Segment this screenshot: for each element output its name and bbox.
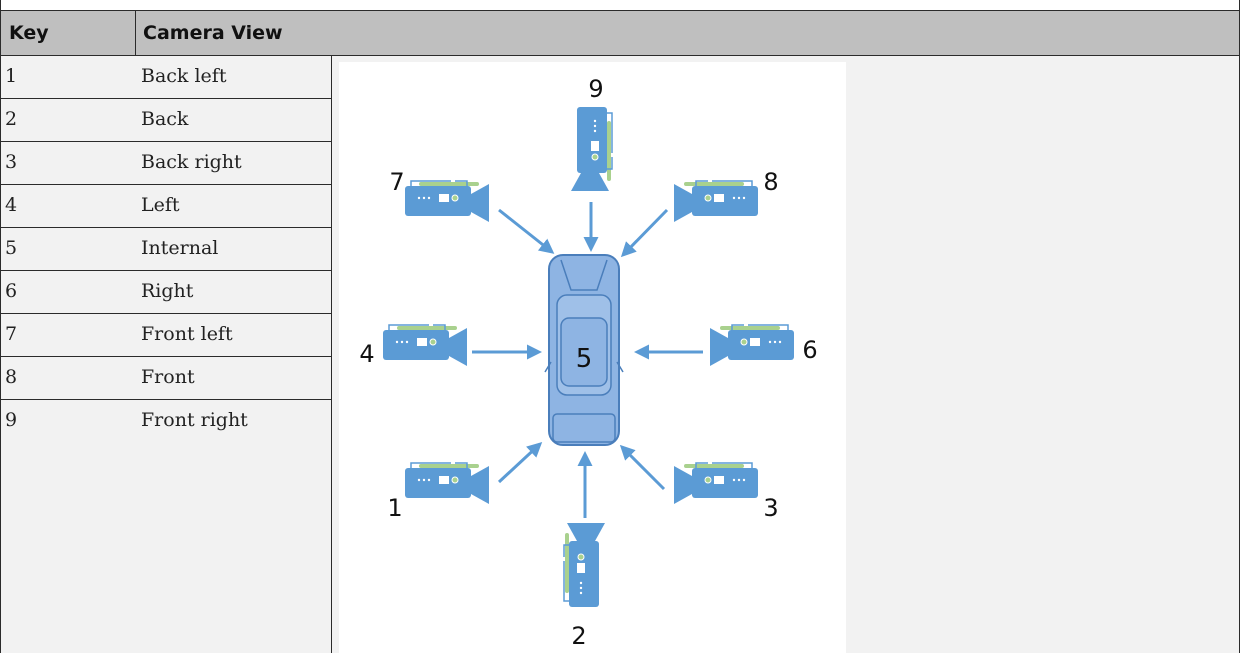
view-cell: Front <box>135 357 332 400</box>
key-cell: 9 <box>5 409 18 431</box>
header-key: Key <box>1 11 136 55</box>
view-cell: Front right <box>141 409 248 431</box>
camera-label-9: 8 <box>763 168 778 196</box>
car-icon: 5 <box>544 254 624 446</box>
camera-icon-9 <box>674 181 758 222</box>
camera-icon-8 <box>570 106 613 192</box>
view-cell: Back left <box>135 56 332 99</box>
camera-icon-6 <box>710 325 794 366</box>
key-cell: 7 <box>1 314 136 357</box>
arrow-3 <box>619 444 666 491</box>
key-cell: 2 <box>1 99 136 142</box>
key-cell: 1 <box>1 56 136 99</box>
arrow-9 <box>620 208 669 258</box>
camera-icon-3 <box>674 463 758 504</box>
camera-icon-1 <box>404 462 490 505</box>
camera-label-6: 6 <box>802 336 817 364</box>
camera-layout-figure: 5 9 7 8 4 6 1 3 2 <box>339 62 846 653</box>
view-cell: Back <box>135 99 332 142</box>
view-cell: Back right <box>135 142 332 185</box>
camera-label-8: 9 <box>588 75 603 103</box>
key-cell: 4 <box>1 185 136 228</box>
key-cell: 3 <box>1 142 136 185</box>
key-column: 1 2 3 4 5 6 7 8 9 <box>0 56 136 653</box>
view-cell: Right <box>135 271 332 314</box>
camera-icon-4 <box>382 324 468 367</box>
car-label: 5 <box>576 344 593 374</box>
arrow-7 <box>498 208 555 254</box>
table-header: Key Camera View <box>0 10 1240 56</box>
camera-layout-svg: 5 9 7 8 4 6 1 3 2 <box>359 75 817 650</box>
camera-view-column: Back left Back Back right Left Internal … <box>135 56 332 653</box>
camera-label-4: 4 <box>359 340 374 368</box>
key-cell: 6 <box>1 271 136 314</box>
key-cell: 8 <box>1 357 136 400</box>
view-cell: Internal <box>135 228 332 271</box>
camera-icon-7 <box>404 180 490 223</box>
camera-label-2: 2 <box>571 622 586 650</box>
view-cell: Front left <box>135 314 332 357</box>
camera-label-3: 3 <box>763 494 778 522</box>
camera-icon-2 <box>563 522 606 608</box>
view-cell: Left <box>135 185 332 228</box>
camera-label-7: 7 <box>389 168 404 196</box>
camera-label-1: 1 <box>387 494 402 522</box>
header-camera-view: Camera View <box>143 22 283 44</box>
arrow-1 <box>497 441 543 484</box>
arrows <box>472 202 703 518</box>
key-cell: 5 <box>1 228 136 271</box>
